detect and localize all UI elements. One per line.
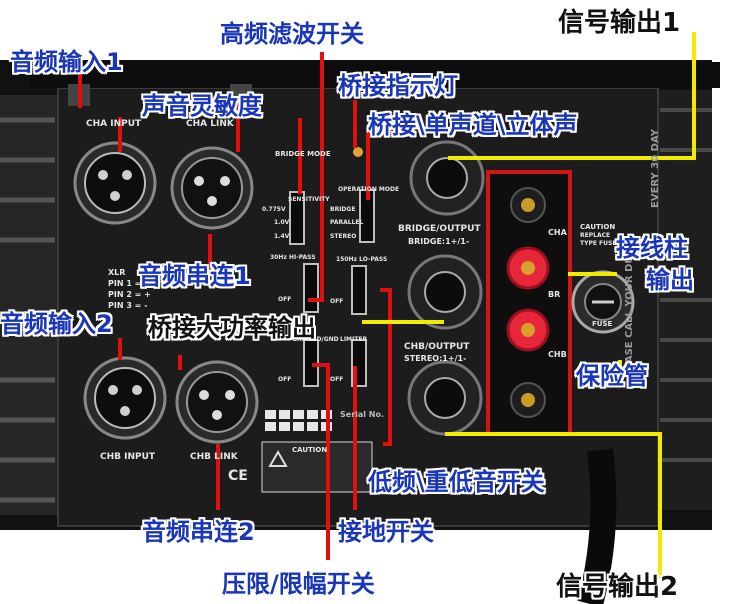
panel-sens-14: 1.4V <box>274 233 290 240</box>
panel-cha-link-label: CHA LINK <box>186 119 234 129</box>
warning-triangle-icon <box>268 449 288 467</box>
panel-hi-pass-label: 30Hz HI-PASS <box>270 254 316 261</box>
label-limiter-switch: 压限/限幅开关 <box>222 570 375 598</box>
panel-bridge-mode-label: BRIDGE MODE <box>275 150 331 158</box>
panel-lo-pass-label: 150Hz LO-PASS <box>336 256 388 263</box>
fuse-holder <box>571 270 635 334</box>
panel-chb-short: CHB <box>548 350 567 359</box>
panel-off-2: OFF <box>330 298 344 305</box>
panel-fuse-label: FUSE <box>592 320 613 328</box>
panel-warranty-text-2: EVERY 30 DAY <box>650 129 661 208</box>
label-audio-input-2: 音频输入2 <box>0 310 113 338</box>
panel-pin2-label: PIN 2 = + <box>108 290 151 299</box>
binding-post-panel <box>486 170 572 436</box>
panel-bridge-output-label: BRIDGE/OUTPUT <box>398 224 481 234</box>
label-audio-link-1: 音频串连1 <box>138 262 251 290</box>
panel-stereo-sub-label: STEREO:1+/1- <box>404 354 467 363</box>
cha-link-connector <box>170 146 254 230</box>
label-bridge-mono-stereo: 桥接\单声道\立体声 <box>368 111 578 139</box>
panel-off-3: OFF <box>278 376 292 383</box>
panel-chb-input-label: CHB INPUT <box>100 452 156 462</box>
speakon-output-bridge <box>407 254 483 330</box>
panel-caution-fuse-label: CAUTION <box>580 223 616 231</box>
panel-ground-label: GROUND/GND <box>292 336 339 343</box>
label-sensitivity: 声音灵敏度 <box>142 92 262 120</box>
panel-warranty-text: EASE CALL YOUR DU <box>624 255 635 371</box>
speakon-output-1 <box>409 140 485 216</box>
panel-pin1-label: PIN 1 = <box>108 279 142 288</box>
panel-bridge-sub-label: BRIDGE:1+/1- <box>408 237 470 246</box>
chb-link-connector <box>175 360 259 444</box>
panel-br-label: BR <box>548 290 561 299</box>
dip-switches <box>289 189 375 387</box>
panel-pin3-label: PIN 3 = - <box>108 301 148 310</box>
label-audio-link-2: 音频串连2 <box>142 518 255 546</box>
panel-caution-replace: REPLACE <box>580 232 611 239</box>
cha-input-connector <box>73 141 157 225</box>
panel-sens-0775: 0.775V <box>262 206 286 213</box>
panel-off-4: OFF <box>330 376 344 383</box>
label-signal-output-2: 信号输出2 <box>556 572 679 602</box>
panel-operation-mode-label: OPERATION MODE <box>338 186 400 193</box>
chb-input-connector <box>83 356 167 440</box>
label-bridge-indicator: 桥接指示灯 <box>338 72 458 100</box>
panel-xlr-label: XLR <box>108 268 126 277</box>
panel-op-parallel: PARALLEL <box>330 219 364 226</box>
panel-op-stereo: STEREO <box>330 233 357 240</box>
panel-type-fuse: TYPE FUSE <box>580 240 617 247</box>
panel-chb-link-label: CHB LINK <box>190 452 238 462</box>
label-low-freq-sub-switch: 低频\重低音开关 <box>368 468 545 496</box>
panel-sensitivity-label: SENSITIVITY <box>288 196 330 203</box>
speakon-output-2 <box>407 360 483 436</box>
panel-serial-label: Serial No. <box>340 410 385 419</box>
label-bridge-high-power-output: 桥接大功率输出 <box>148 314 316 342</box>
panel-sens-10: 1.0V <box>274 219 290 226</box>
label-audio-input-1: 音频输入1 <box>10 48 123 76</box>
label-fuse: 保险管 <box>576 362 648 390</box>
panel-ce-mark: CE <box>228 468 248 484</box>
yellow-leader-lines <box>362 32 696 578</box>
label-signal-output-1: 信号输出1 <box>558 8 681 38</box>
panel-off-1: OFF <box>278 296 292 303</box>
panel-chb-output-label: CHB/OUTPUT <box>404 342 470 352</box>
panel-caution-label: CAUTION <box>292 446 328 454</box>
label-ground-switch: 接地开关 <box>338 518 434 546</box>
panel-cha-input-label: CHA INPUT <box>86 119 142 129</box>
label-binding-post-line1: 接线柱 <box>616 234 688 262</box>
label-high-freq-filter-switch: 高频滤波开关 <box>220 20 364 48</box>
bridge-led <box>353 147 363 157</box>
label-binding-post-line2: 输出 <box>646 266 694 294</box>
panel-limiter-label: LIMITER <box>340 336 368 343</box>
panel-op-bridge: BRIDGE <box>330 206 356 213</box>
panel-cha-short: CHA <box>548 228 567 237</box>
red-leader-lines <box>78 52 400 560</box>
